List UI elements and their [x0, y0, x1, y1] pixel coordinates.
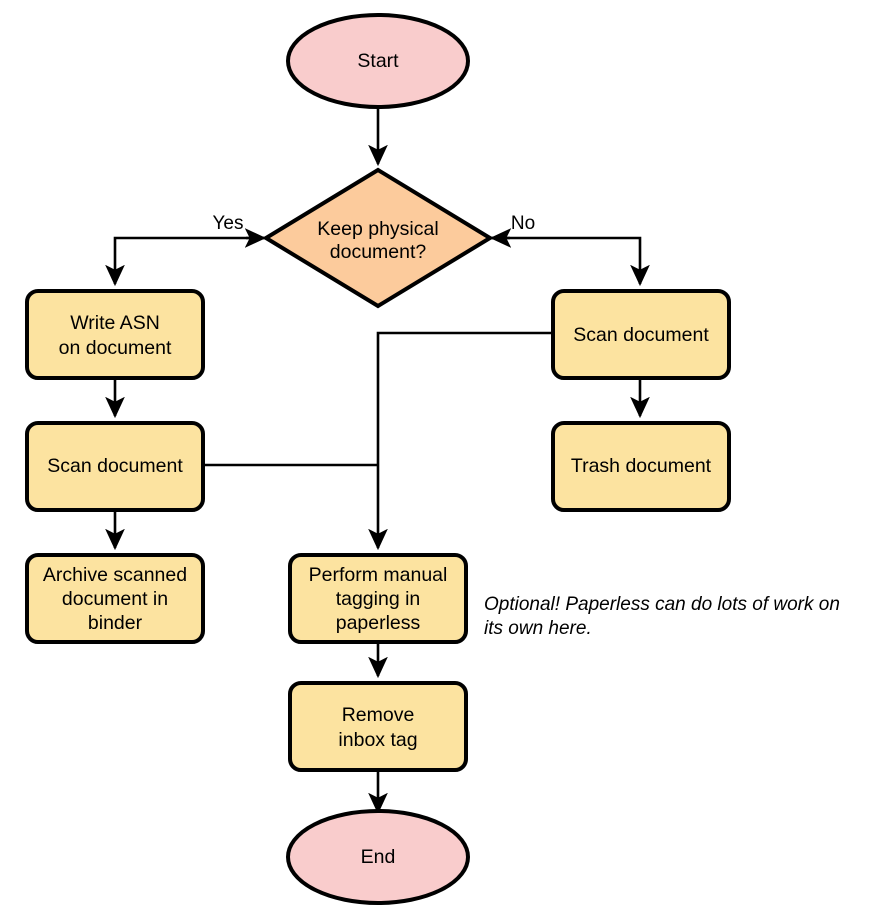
- node-remove-inbox-tag[interactable]: Remove inbox tag: [288, 681, 468, 772]
- end-label: End: [361, 846, 396, 868]
- edge-decision-yes: [105, 236, 266, 287]
- trash-document-label: Trash document: [571, 455, 712, 477]
- optional-note-line2: its own here.: [484, 618, 592, 639]
- manual-tagging-label-line2: tagging in: [336, 588, 421, 610]
- write-asn-label-line2: on document: [59, 337, 172, 359]
- archive-label-line3: binder: [88, 612, 143, 634]
- archive-label-line2: document in: [62, 588, 168, 610]
- start-ellipse[interactable]: [286, 13, 470, 109]
- scan-document-left-label: Scan document: [47, 455, 183, 477]
- node-decision-keep-physical-document[interactable]: Keep physical document?: [262, 167, 494, 309]
- manual-tagging-label-line1: Perform manual: [309, 564, 448, 586]
- trash-document-box[interactable]: [551, 421, 731, 512]
- annotation-optional-note: Optional! Paperless can do lots of work …: [484, 594, 840, 639]
- scan-document-left-box[interactable]: [25, 421, 205, 512]
- node-scan-document-right[interactable]: Scan document: [551, 289, 731, 380]
- optional-note-line1: Optional! Paperless can do lots of work …: [484, 594, 840, 615]
- node-trash-document[interactable]: Trash document: [551, 421, 731, 512]
- decision-label-line2: document?: [330, 241, 427, 263]
- end-ellipse[interactable]: [286, 809, 470, 905]
- node-archive-scanned-document[interactable]: Archive scanned document in binder: [25, 553, 205, 644]
- archive-label-line1: Archive scanned: [43, 564, 187, 586]
- decision-diamond[interactable]: [262, 167, 494, 309]
- scan-document-right-label: Scan document: [573, 324, 709, 346]
- write-asn-box[interactable]: [25, 289, 205, 380]
- edge-label-yes: Yes: [213, 213, 244, 234]
- remove-inbox-label-line2: inbox tag: [338, 729, 417, 751]
- write-asn-label-line1: Write ASN: [70, 312, 160, 334]
- node-perform-manual-tagging[interactable]: Perform manual tagging in paperless: [288, 553, 468, 644]
- edge-decision-no: [490, 236, 650, 287]
- archive-box[interactable]: [25, 553, 205, 644]
- node-end[interactable]: End: [286, 809, 470, 905]
- edge-scanright-to-tagging: [368, 331, 553, 551]
- node-scan-document-left[interactable]: Scan document: [25, 421, 205, 512]
- node-write-asn-on-document[interactable]: Write ASN on document: [25, 289, 205, 380]
- scan-document-right-box[interactable]: [551, 289, 731, 380]
- remove-inbox-label-line1: Remove: [342, 704, 415, 726]
- edge-label-no: No: [511, 213, 535, 234]
- manual-tagging-label-line3: paperless: [336, 612, 421, 634]
- start-label: Start: [357, 50, 399, 72]
- remove-inbox-tag-box[interactable]: [288, 681, 468, 772]
- node-start[interactable]: Start: [286, 13, 470, 109]
- decision-label-line1: Keep physical: [317, 218, 438, 240]
- manual-tagging-box[interactable]: [288, 553, 468, 644]
